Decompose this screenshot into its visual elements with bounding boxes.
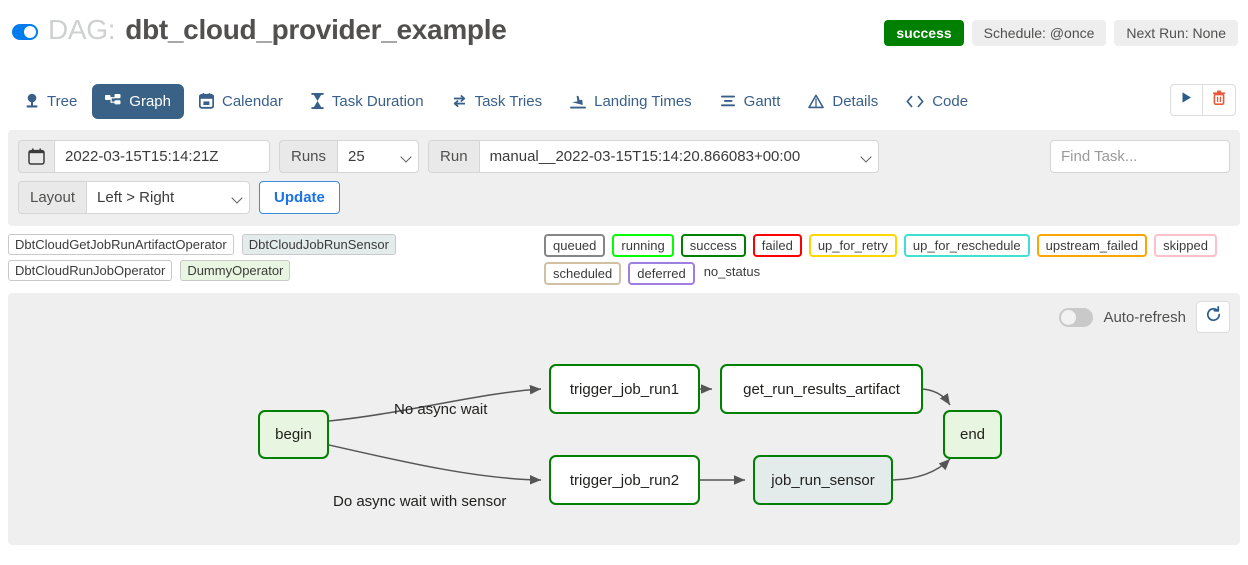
auto-refresh-label: Auto-refresh (1103, 308, 1186, 326)
layout-select[interactable]: Left > Right (86, 181, 251, 214)
execution-date-input[interactable] (54, 140, 270, 173)
dag-label: DAG: (48, 14, 116, 45)
hourglass-icon (311, 93, 324, 109)
tab-task-duration[interactable]: Task Duration (298, 84, 437, 119)
legend-state-no-status: no_status (703, 264, 761, 279)
task-node-label: end (959, 426, 986, 443)
tab-label: Gantt (743, 92, 781, 110)
auto-refresh-controls: Auto-refresh (1059, 301, 1230, 333)
task-node-get-run-results-artifact[interactable]: get_run_results_artifact (720, 364, 923, 414)
task-node-trigger-job-run2[interactable]: trigger_job_run2 (549, 455, 700, 505)
status-badge: success (884, 20, 964, 46)
trash-icon (1212, 90, 1226, 110)
dag-nav-tabs: Tree Graph Calendar Task Duration Task T (0, 72, 1248, 130)
refresh-button[interactable] (1196, 301, 1230, 333)
tab-calendar[interactable]: Calendar (186, 84, 296, 119)
code-brackets-icon (906, 95, 924, 108)
edge-label-do-async-wait: Do async wait with sensor (333, 493, 507, 510)
layout-group: Layout Left > Right (18, 181, 251, 214)
legend-operator: DbtCloudJobRunSensor (241, 234, 396, 255)
warning-triangle-icon (808, 94, 825, 109)
legend-state-queued: queued (544, 234, 606, 257)
tab-label: Calendar (222, 92, 283, 110)
refresh-icon (1205, 306, 1222, 328)
find-task-input[interactable] (1050, 140, 1230, 173)
play-icon (1180, 91, 1193, 109)
run-select[interactable]: manual__2022-03-15T15:14:20.866083+00:00 (478, 140, 879, 173)
page-title: dbt_cloud_provider_example (125, 14, 507, 45)
runs-group: Runs 25 (279, 140, 420, 173)
dag-title-row: DAG: dbt_cloud_provider_example (12, 14, 1236, 46)
dag-header: DAG: dbt_cloud_provider_example success … (0, 0, 1248, 72)
graph-edges (328, 384, 951, 485)
edge-label-no-async-wait: No async wait (394, 401, 488, 418)
task-node-end[interactable]: end (943, 410, 1002, 459)
schedule-badge[interactable]: Schedule: @once (971, 20, 1107, 46)
runs-select[interactable]: 25 (337, 140, 420, 173)
legend-operator: DbtCloudGetJobRunArtifactOperator (8, 234, 234, 255)
legend-state-skipped: skipped (1154, 234, 1217, 257)
run-label: Run (428, 140, 479, 173)
task-node-job-run-sensor[interactable]: job_run_sensor (753, 455, 893, 505)
task-node-trigger-job-run1[interactable]: trigger_job_run1 (549, 364, 700, 414)
landing-icon (570, 94, 587, 109)
retry-icon (452, 94, 467, 108)
legend-state-deferred: deferred (628, 262, 695, 285)
operator-legend: DbtCloudGetJobRunArtifactOperator DbtClo… (8, 234, 544, 281)
gantt-icon (720, 94, 736, 108)
header-badges: success Schedule: @once Next Run: None (884, 20, 1238, 46)
task-node-label: get_run_results_artifact (743, 380, 900, 398)
next-run-badge[interactable]: Next Run: None (1114, 20, 1238, 46)
layout-label: Layout (18, 181, 87, 214)
auto-refresh-toggle[interactable] (1059, 307, 1094, 327)
tab-graph[interactable]: Graph (92, 83, 184, 119)
tree-icon (25, 93, 39, 109)
calendar-icon (199, 93, 214, 109)
legend-state-up-for-retry: up_for_retry (808, 234, 897, 257)
filter-row-primary: Runs 25 Run manual__2022-03-15T15:14:20.… (18, 140, 1230, 173)
graph-canvas[interactable]: Auto-refresh begin trig (8, 293, 1240, 545)
task-node-label: begin (275, 426, 312, 443)
task-node-begin[interactable]: begin (258, 410, 329, 459)
task-node-label: trigger_job_run1 (569, 380, 680, 398)
legend-state-running: running (612, 234, 674, 257)
legend-operator: DummyOperator (180, 260, 291, 281)
trigger-dag-button[interactable] (1170, 84, 1203, 116)
tab-tree[interactable]: Tree (12, 84, 90, 119)
legend-operator: DbtCloudRunJobOperator (8, 260, 173, 281)
tab-gantt[interactable]: Gantt (707, 84, 794, 119)
legend-state-scheduled: scheduled (544, 262, 622, 285)
legend-state-failed: failed (752, 234, 802, 257)
tab-label: Details (832, 92, 879, 110)
dag-pause-toggle-icon[interactable] (12, 24, 38, 40)
tab-label: Task Tries (474, 92, 543, 110)
delete-dag-button[interactable] (1203, 84, 1236, 116)
update-button[interactable]: Update (259, 181, 340, 214)
tab-task-tries[interactable]: Task Tries (439, 84, 556, 119)
tab-code[interactable]: Code (893, 84, 981, 119)
tab-label: Graph (129, 92, 171, 110)
tab-landing-times[interactable]: Landing Times (557, 84, 705, 119)
run-group: Run manual__2022-03-15T15:14:20.866083+0… (428, 140, 879, 173)
tab-label: Tree (47, 92, 78, 110)
tab-label: Code (932, 92, 969, 110)
tabs-list: Tree Graph Calendar Task Duration Task T (12, 83, 981, 119)
legend-state-success: success (680, 234, 746, 257)
state-legend: queued running success failed up_for_ret… (544, 234, 1240, 285)
legend-state-up-for-reschedule: up_for_reschedule (903, 234, 1030, 257)
tab-details[interactable]: Details (795, 84, 891, 119)
tab-label: Task Duration (331, 92, 424, 110)
task-node-label: trigger_job_run2 (569, 471, 680, 489)
runs-label: Runs (279, 140, 338, 173)
legend-state-upstream-failed: upstream_failed (1036, 234, 1148, 257)
filter-row-layout: Layout Left > Right Update (18, 181, 1230, 214)
task-node-label: job_run_sensor (771, 471, 875, 489)
graph-legend: DbtCloudGetJobRunArtifactOperator DbtClo… (0, 226, 1248, 289)
calendar-icon[interactable] (18, 140, 54, 173)
filter-bar: Runs 25 Run manual__2022-03-15T15:14:20.… (8, 130, 1240, 226)
graph-icon (105, 94, 121, 108)
tab-label: Landing Times (594, 92, 692, 110)
nav-actions (1170, 84, 1236, 116)
execution-date-group (18, 140, 270, 173)
